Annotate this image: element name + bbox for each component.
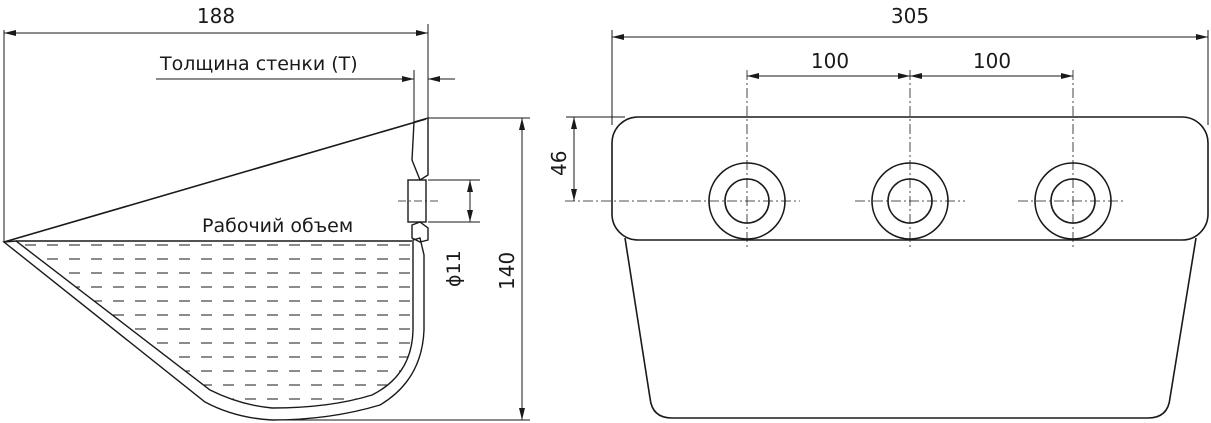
dim-hole-text: ϕ11 xyxy=(443,250,465,287)
wall-thickness-label: Толщина стенки (T) xyxy=(159,53,358,75)
bucket-lip-line xyxy=(3,118,427,243)
side-view: 188 Толщина стенки (T) Рабочий объем ϕ11… xyxy=(2,4,530,421)
front-view: 305 100 100 46 xyxy=(547,4,1209,419)
bucket-body-outline xyxy=(624,237,1197,419)
dim-pitch-right-text: 100 xyxy=(973,49,1011,73)
dim-46-text: 46 xyxy=(547,151,571,176)
dim-pitch-left-text: 100 xyxy=(811,49,849,73)
dim-305-text: 305 xyxy=(891,4,929,28)
rim-wall-hatch xyxy=(411,117,429,182)
dim-188-text: 188 xyxy=(197,4,235,28)
working-volume-fill xyxy=(16,241,413,408)
dim-140-text: 140 xyxy=(495,252,519,290)
hole-centerlines xyxy=(565,70,1125,248)
working-volume-label: Рабочий объем xyxy=(202,215,353,237)
